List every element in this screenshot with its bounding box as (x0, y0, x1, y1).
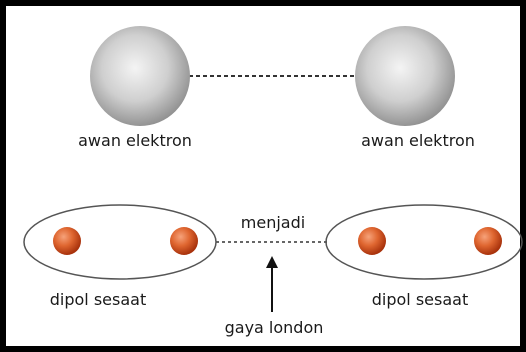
electron-cloud-right (355, 26, 455, 126)
electron-left-1 (53, 227, 81, 255)
dipole-right-label: dipol sesaat (371, 290, 469, 309)
up-arrow-icon (266, 256, 278, 312)
electron-left-2 (170, 227, 198, 255)
becomes-label: menjadi (240, 213, 306, 232)
electron-cloud-left-label: awan elektron (78, 131, 192, 150)
electron-right-2 (474, 227, 502, 255)
electron-cloud-left (90, 26, 190, 126)
dipole-right-outline (325, 204, 523, 280)
electron-cloud-right-label: awan elektron (361, 131, 475, 150)
dipole-left-label: dipol sesaat (49, 290, 147, 309)
dipole-left-outline (23, 204, 217, 280)
london-force-label: gaya london (224, 318, 324, 337)
electron-right-1 (358, 227, 386, 255)
